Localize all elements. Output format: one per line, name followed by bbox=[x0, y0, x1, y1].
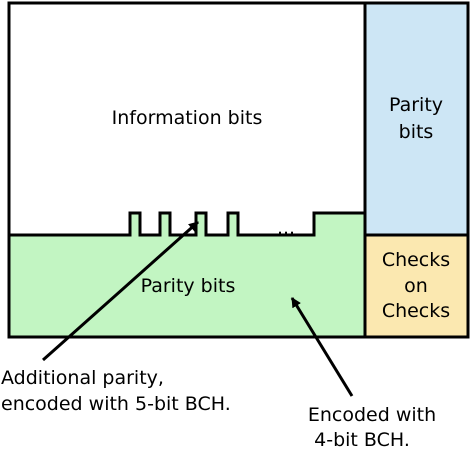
parity-column-label-line2: bits bbox=[399, 121, 434, 143]
ellipsis: ... bbox=[277, 217, 295, 239]
checks-label-line3: Checks bbox=[382, 300, 450, 322]
parity-column-block bbox=[363, 1, 470, 237]
parity-column-label-line1: Parity bbox=[389, 94, 443, 116]
encoded-with-note-line2: 4-bit BCH. bbox=[314, 429, 410, 451]
checks-label-line1: Checks bbox=[382, 249, 450, 271]
parity-row-block bbox=[7, 211, 367, 339]
parity-row-label: Parity bits bbox=[141, 275, 236, 297]
checks-on-checks-block bbox=[363, 233, 470, 339]
additional-parity-note-line2: encoded with 5-bit BCH. bbox=[1, 393, 231, 415]
encoded-with-arrow bbox=[290, 297, 354, 397]
additional-parity-note-line1: Additional parity, bbox=[1, 367, 164, 389]
checks-label-line2: on bbox=[404, 275, 428, 297]
information-bits-label: Information bits bbox=[112, 107, 263, 129]
information-bits-block bbox=[7, 1, 367, 237]
additional-parity-arrow bbox=[42, 220, 199, 362]
encoded-with-note-line1: Encoded with bbox=[308, 404, 436, 426]
